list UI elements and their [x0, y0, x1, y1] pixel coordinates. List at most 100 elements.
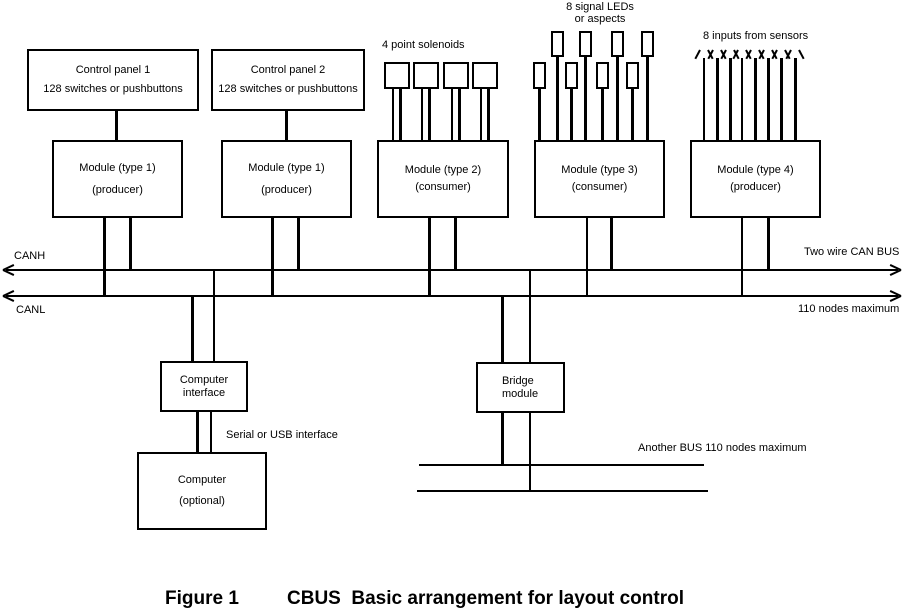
control-panel-2-subtitle: 128 switches or pushbuttons — [218, 83, 358, 95]
arrow-right-icon — [889, 289, 901, 303]
figure-title: CBUS Basic arrangement for layout contro… — [287, 588, 684, 609]
wire-interface-computer — [210, 412, 212, 452]
wire-canl-bridge — [501, 297, 504, 362]
computer-interface-box: Computer interface — [160, 361, 248, 412]
wire-led — [584, 57, 587, 140]
module-5-title: Module (type 4) — [717, 164, 794, 176]
wire-solenoid — [480, 89, 482, 140]
wire-led — [556, 57, 559, 140]
wire-sensor — [794, 58, 797, 140]
bridge-module-line1: Bridge — [502, 374, 534, 387]
led-box — [611, 31, 624, 57]
module-3-title: Module (type 2) — [404, 164, 482, 176]
module-1-box: Module (type 1) (producer) — [52, 140, 183, 218]
computer-interface-line1: Computer — [179, 373, 229, 386]
sensors-label: 8 inputs from sensors — [703, 30, 809, 42]
module-4-subtitle: (consumer) — [571, 181, 628, 193]
bridge-module-line2: module — [502, 387, 539, 400]
wire-bridge-bus2-bottom — [529, 413, 531, 491]
wire-module2-canl — [271, 218, 274, 297]
canl-label: CANL — [16, 304, 46, 316]
module-1-title: Module (type 1) — [79, 161, 156, 174]
wire-sensor — [754, 58, 757, 140]
wire-module1-canl — [103, 218, 106, 297]
wire-canh-bridge — [529, 271, 531, 362]
wire-led — [570, 89, 573, 140]
wire-module4-canl — [586, 218, 588, 297]
led-box — [596, 62, 609, 89]
wire-canl-computer-interface — [191, 297, 194, 361]
wire-module5-canl — [741, 218, 743, 297]
wire-module5-canh — [767, 218, 770, 271]
two-wire-can-bus-label: Two wire CAN BUS — [804, 246, 900, 258]
wire-module2-canh — [297, 218, 300, 271]
module-4-title: Module (type 3) — [561, 164, 638, 176]
nodes-maximum-label: 110 nodes maximum — [798, 303, 900, 315]
arrow-right-icon — [889, 263, 901, 277]
module-2-box: Module (type 1) (producer) — [221, 140, 352, 218]
wire-led — [616, 57, 619, 140]
control-panel-2-box: Control panel 2 128 switches or pushbutt… — [211, 49, 365, 111]
serial-usb-label: Serial or USB interface — [226, 429, 338, 441]
leds-label-line1: 8 signal LEDs — [566, 1, 634, 13]
another-bus-label: Another BUS 110 nodes maximum — [638, 442, 807, 454]
wire-module3-canh — [454, 218, 457, 271]
computer-line2: (optional) — [179, 495, 225, 507]
wire-solenoid — [399, 89, 402, 140]
wire-sensor — [703, 58, 705, 140]
wire-sensor — [780, 58, 783, 140]
wire-led — [631, 89, 634, 140]
wire-led — [646, 57, 649, 140]
wire-module3-canl — [428, 218, 431, 297]
led-box — [533, 62, 546, 89]
wire-sensor — [729, 58, 732, 140]
wire-sensor — [741, 58, 743, 140]
another-bus-line-1 — [419, 464, 704, 466]
arrow-left-icon — [3, 263, 15, 277]
wire-led — [538, 89, 541, 140]
wire-module4-canh — [610, 218, 613, 271]
canh-bus-line — [6, 269, 898, 271]
canh-label: CANH — [14, 250, 46, 262]
module-1-subtitle: (producer) — [92, 183, 143, 196]
wire-solenoid — [428, 89, 431, 140]
wire-sensor — [716, 58, 719, 140]
solenoid-box — [443, 62, 469, 89]
module-4-box: Module (type 3) (consumer) — [534, 140, 665, 218]
canl-bus-line — [6, 295, 898, 297]
control-panel-2-title: Control panel 2 — [250, 64, 326, 76]
wire-bridge-bus2-top — [501, 413, 504, 465]
leds-label-line2: or aspects — [574, 13, 626, 25]
solenoid-box — [384, 62, 410, 89]
control-panel-1-title: Control panel 1 — [75, 64, 151, 76]
wire-solenoid — [392, 89, 394, 140]
led-box — [641, 31, 654, 57]
wire-panel2-module2 — [285, 111, 288, 140]
solenoid-box — [472, 62, 498, 89]
computer-line1: Computer — [177, 474, 227, 486]
wire-solenoid — [451, 89, 453, 140]
led-box — [626, 62, 639, 89]
computer-interface-line2: interface — [182, 386, 226, 399]
arrow-left-icon — [3, 289, 15, 303]
solenoid-box — [413, 62, 439, 89]
wire-interface-computer — [196, 412, 199, 452]
module-2-subtitle: (producer) — [261, 183, 312, 196]
module-2-title: Module (type 1) — [248, 161, 325, 174]
wire-solenoid — [421, 89, 423, 140]
led-box — [579, 31, 592, 57]
wire-led — [601, 89, 604, 140]
computer-box: Computer (optional) — [137, 452, 267, 530]
wire-solenoid — [458, 89, 461, 140]
module-5-box: Module (type 4) (producer) — [690, 140, 821, 218]
figure-number: Figure 1 — [165, 588, 239, 609]
wire-canh-computer-interface — [213, 271, 215, 361]
another-bus-line-2 — [417, 490, 708, 492]
led-box — [565, 62, 578, 89]
leds-label: 8 signal LEDs or aspects — [560, 1, 640, 25]
wire-solenoid — [487, 89, 490, 140]
module-3-box: Module (type 2) (consumer) — [377, 140, 509, 218]
wire-module1-canh — [129, 218, 132, 271]
bridge-module-box: Bridge module — [476, 362, 565, 413]
